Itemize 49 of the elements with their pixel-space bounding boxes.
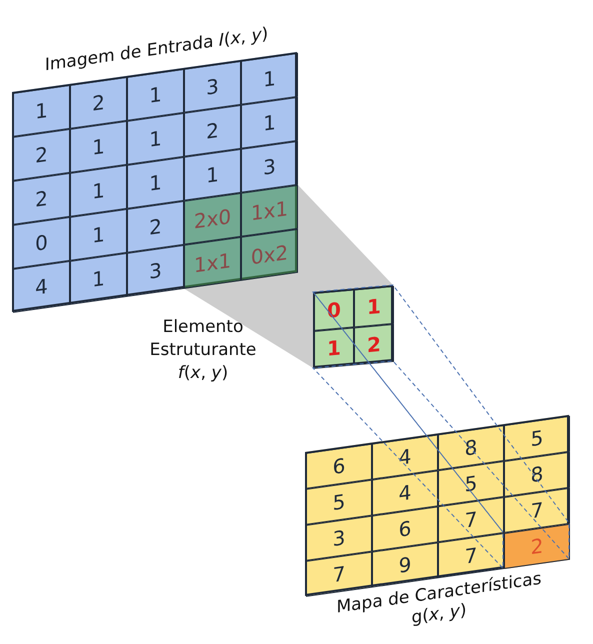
cell-value: 7 xyxy=(530,498,544,524)
cell-value: 2 xyxy=(92,90,105,116)
cell-value: 1 xyxy=(206,162,219,188)
cell-value: 1 xyxy=(92,134,105,160)
cell-value: 1 xyxy=(92,266,105,292)
cell-value: 2 xyxy=(149,214,162,240)
cell-value: 9 xyxy=(398,552,412,578)
cell-value: 6 xyxy=(398,516,412,542)
cell-value: 8 xyxy=(464,434,478,461)
cell-value: 1 xyxy=(263,110,276,136)
cell-value: 3 xyxy=(332,525,346,552)
cell-value: 2x0 xyxy=(194,204,232,234)
cell-value: 4 xyxy=(35,274,48,300)
cell-value: 1 xyxy=(149,82,162,108)
cell-value: 0 xyxy=(35,230,48,256)
cell-value: 2 xyxy=(35,142,48,168)
cell-value: 1x1 xyxy=(194,248,232,278)
cell-value: 1 xyxy=(149,170,162,196)
cell-value: 1x1 xyxy=(250,196,288,226)
cell-value: 3 xyxy=(149,258,162,284)
cell-value: 7 xyxy=(332,561,346,588)
cell-value: 1 xyxy=(35,98,48,124)
kernel-grid xyxy=(313,285,393,368)
cell-value: 1 xyxy=(327,336,341,361)
projection-line xyxy=(312,284,570,570)
cell-value: 7 xyxy=(464,542,478,569)
cell-value: 1 xyxy=(263,66,276,92)
highlighted-output-cell xyxy=(504,524,570,570)
cell-value: 2 xyxy=(530,534,544,560)
cell-value: 2 xyxy=(367,332,381,358)
cell-value: 5 xyxy=(332,489,346,516)
cell-value: 5 xyxy=(530,426,544,452)
cell-value: 6 xyxy=(332,453,346,480)
cell-value: 1 xyxy=(149,126,162,152)
cell-value: 8 xyxy=(530,462,544,488)
cell-value: 5 xyxy=(464,470,478,497)
cell-value: 4 xyxy=(398,480,412,506)
cell-value: 7 xyxy=(464,506,478,533)
cell-value: 3 xyxy=(206,74,219,100)
cell-value: 2 xyxy=(206,118,219,144)
cell-value: 4 xyxy=(398,444,412,470)
cell-value: 0 xyxy=(327,298,341,323)
cell-value: 1 xyxy=(367,294,381,320)
cell-value: 0x2 xyxy=(250,240,288,270)
cell-value: 2 xyxy=(35,186,48,212)
cell-value: 3 xyxy=(263,154,276,180)
cell-value: 1 xyxy=(92,222,105,248)
cell-value: 1 xyxy=(92,178,105,204)
kernel-caption: Elemento Estruturante f(x, y) xyxy=(148,316,258,385)
